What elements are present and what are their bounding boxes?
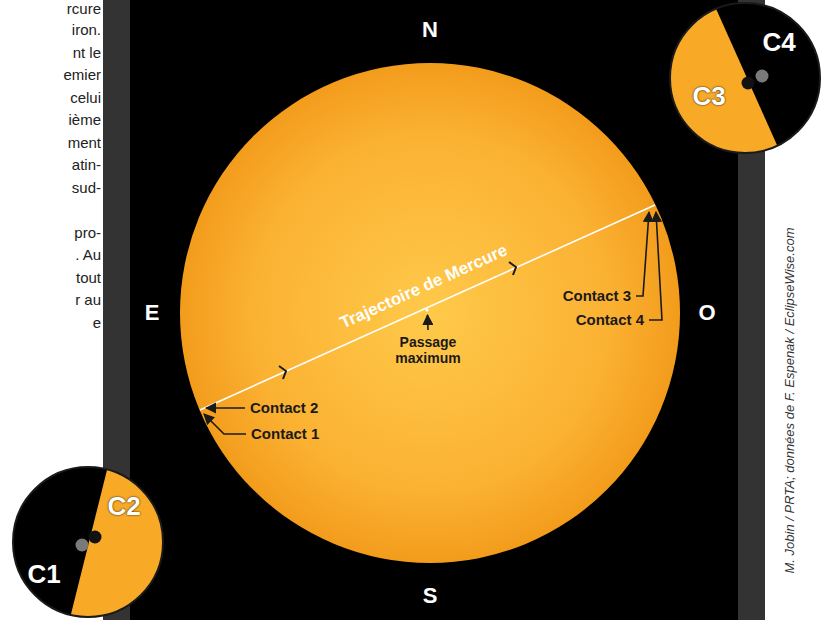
sun-disc bbox=[180, 63, 680, 563]
text-fragment: celui bbox=[70, 89, 101, 106]
text-fragment: rcure bbox=[67, 0, 101, 17]
mercury-path bbox=[200, 205, 655, 410]
contact-code: C2 bbox=[107, 493, 140, 519]
leader-line bbox=[206, 407, 245, 409]
contact-code: C3 bbox=[692, 83, 725, 109]
contact-code: C1 bbox=[27, 561, 60, 587]
direction-chevron bbox=[279, 366, 286, 379]
text-fragment: emier bbox=[63, 66, 101, 83]
compass-letter: O bbox=[698, 300, 715, 325]
inset-drawing bbox=[669, 2, 821, 154]
black-panel bbox=[130, 0, 738, 620]
leader-line bbox=[649, 212, 662, 320]
credit-line: M. Jobin / PRTA; données de F. Espenak /… bbox=[783, 227, 798, 573]
point-label: Passage maximum bbox=[386, 334, 470, 366]
compass-letter: S bbox=[423, 583, 438, 608]
text-fragment: tout bbox=[76, 269, 101, 286]
text-fragment: ième bbox=[68, 111, 101, 128]
contact-label: Contact 1 bbox=[251, 425, 319, 442]
text-fragment: nt le bbox=[73, 44, 101, 61]
max-point bbox=[425, 308, 428, 311]
compass-letter: N bbox=[422, 17, 438, 42]
contact-code: C4 bbox=[762, 29, 795, 55]
contact-label: Contact 4 bbox=[576, 311, 644, 328]
text-fragment: e bbox=[93, 314, 101, 331]
text-fragment: sud- bbox=[72, 179, 101, 196]
direction-chevron bbox=[509, 262, 516, 275]
text-fragment: iron. bbox=[72, 21, 101, 38]
compass-letter: E bbox=[145, 300, 160, 325]
contact-label: Contact 2 bbox=[250, 399, 318, 416]
text-fragment: pro- bbox=[74, 224, 101, 241]
inset-circle: C2C1 bbox=[12, 466, 164, 618]
contact-label: Contact 3 bbox=[563, 287, 631, 304]
leader-line bbox=[427, 315, 429, 330]
text-fragment: ment bbox=[68, 134, 101, 151]
text-fragment: atin- bbox=[72, 156, 101, 173]
inset-circle: C4C3 bbox=[669, 2, 821, 154]
inset-drawing bbox=[12, 466, 164, 618]
text-fragment: . Au bbox=[75, 246, 101, 263]
leader-line bbox=[636, 212, 649, 296]
text-fragment: r au bbox=[75, 291, 101, 308]
leader-line bbox=[204, 414, 246, 434]
